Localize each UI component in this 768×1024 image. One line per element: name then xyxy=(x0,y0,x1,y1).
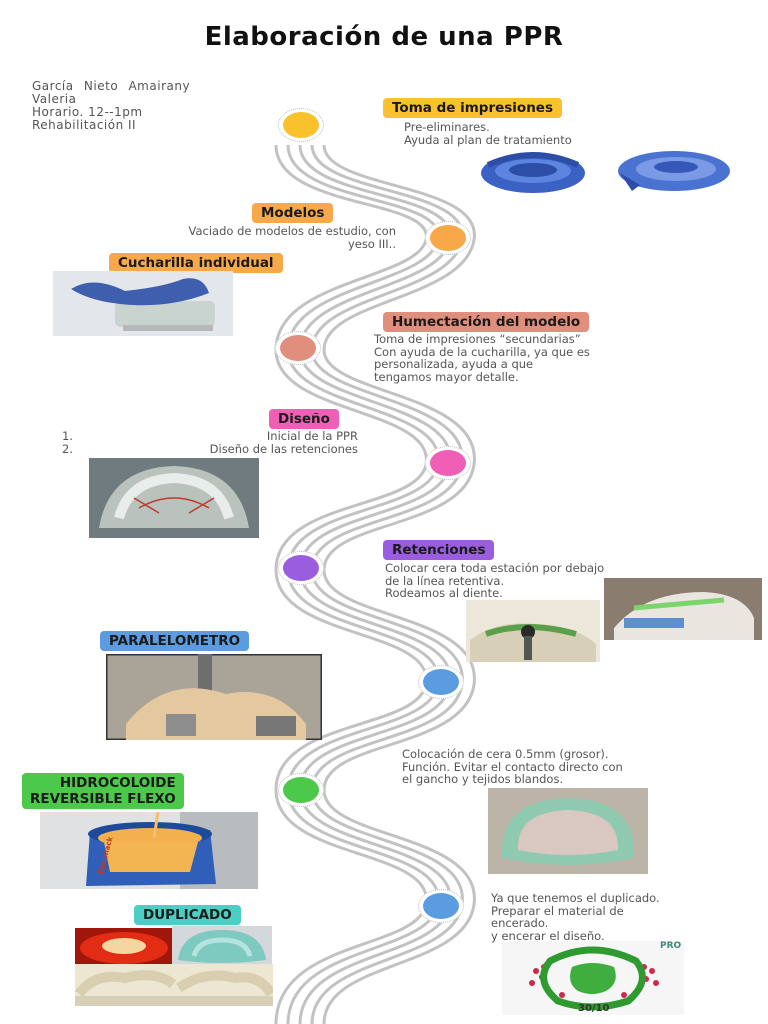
badge-line: REVERSIBLE FLEXO xyxy=(30,791,176,807)
photo-retenciones-1 xyxy=(466,600,600,662)
author-schedule: Horario. 12--1pm xyxy=(32,105,143,119)
dot-fill xyxy=(283,555,319,581)
desc-line: Función. Evitar el contacto directo con xyxy=(402,759,623,774)
dot-fill xyxy=(283,112,319,138)
desc-line: Colocar cera toda estación por debajo xyxy=(385,561,605,575)
photo-paralelometro xyxy=(106,654,322,740)
desc-modelos: Vaciado de modelos de estudio, con yeso … xyxy=(70,225,396,250)
timeline-dot-5 xyxy=(278,551,324,585)
desc-line: el gancho y tejidos blandos. xyxy=(402,772,564,786)
badge-line: HIDROCOLOIDE xyxy=(59,775,176,791)
photo-duplicado-3 xyxy=(75,964,273,1006)
photo-hidrocoloide: Zhermack xyxy=(40,812,258,889)
desc-toma-impresiones: Pre-eliminares. Ayuda al plan de tratami… xyxy=(404,121,572,146)
desc-line: Preparar el material de xyxy=(491,903,624,918)
photo-impression-tray-2 xyxy=(612,145,734,195)
photo-retenciones-2 xyxy=(604,578,762,640)
badge-diseno: Diseño xyxy=(269,409,339,429)
desc-line: yeso III.. xyxy=(347,236,396,251)
list-number: 1. xyxy=(62,429,73,443)
author-course: Rehabilitación II xyxy=(32,118,137,132)
dot-fill xyxy=(430,450,466,476)
desc-humectacion: Toma de impresiones “secundarias” Con ay… xyxy=(374,333,590,383)
photo-diseno-modelo xyxy=(89,458,259,538)
timeline-dot-8 xyxy=(418,889,464,923)
desc-line: Con ayuda de la cucharilla, ya que es xyxy=(374,344,590,359)
page-title: Elaboración de una PPR xyxy=(204,22,564,52)
badge-toma-impresiones: Toma de impresiones xyxy=(383,98,562,118)
badge-retenciones: Retenciones xyxy=(383,540,495,560)
list-text: Diseño de las retenciones xyxy=(209,441,358,456)
desc-line: Vaciado de modelos de estudio, con xyxy=(188,224,396,238)
diseno-list-item: 1. Inicial de la PPR xyxy=(62,430,358,443)
mold-number-label: 30/10 xyxy=(578,1003,610,1014)
photo-impression-tray-1 xyxy=(478,145,588,197)
photo-encerado: PRO 30/10 xyxy=(502,941,684,1015)
desc-line: Ayuda al plan de tratamiento xyxy=(404,132,572,147)
dot-fill xyxy=(423,669,459,695)
diseno-list: 1. Inicial de la PPR 2. Diseño de las re… xyxy=(62,430,358,455)
desc-line: de la línea retentiva. xyxy=(385,573,505,588)
timeline-dot-2 xyxy=(425,221,471,255)
badge-duplicado: DUPLICADO xyxy=(134,905,241,925)
author-name-line1: García Nieto Amairany xyxy=(32,79,191,93)
timeline-dot-7 xyxy=(278,773,324,807)
desc-line: Ya que tenemos el duplicado. xyxy=(491,891,660,905)
author-info: García Nieto Amairany Valeria Horario. 1… xyxy=(32,80,190,132)
author-name-line2: Valeria xyxy=(32,92,77,106)
photo-cucharilla xyxy=(53,271,233,336)
desc-line: Colocación de cera 0.5mm (grosor). xyxy=(402,747,609,761)
photo-cera xyxy=(488,788,648,874)
dot-fill xyxy=(423,893,459,919)
list-number: 2. xyxy=(62,441,73,456)
badge-hidrocoloide: HIDROCOLOIDE REVERSIBLE FLEXO xyxy=(22,773,184,809)
desc-cera: Colocación de cera 0.5mm (grosor). Funci… xyxy=(402,748,623,786)
dot-fill xyxy=(280,335,316,361)
mold-brand-label: PRO xyxy=(660,941,682,951)
timeline-dot-4 xyxy=(425,446,471,480)
photo-duplicado-2 xyxy=(172,926,272,966)
desc-line: Rodeamos al diente. xyxy=(385,586,503,600)
desc-retenciones: Colocar cera toda estación por debajo de… xyxy=(385,562,604,600)
desc-line: tengamos mayor detalle. xyxy=(374,369,519,384)
dot-fill xyxy=(430,225,466,251)
timeline-dot-3 xyxy=(275,331,321,365)
badge-modelos: Modelos xyxy=(252,203,334,223)
diseno-list-item: 2. Diseño de las retenciones xyxy=(62,441,358,456)
badge-humectacion: Humectación del modelo xyxy=(383,312,590,332)
badge-cucharilla-individual: Cucharilla individual xyxy=(109,253,283,273)
timeline-dot-1 xyxy=(278,108,324,142)
photo-duplicado-1 xyxy=(75,928,173,964)
timeline-dot-6 xyxy=(418,665,464,699)
desc-line: encerado. xyxy=(491,916,549,930)
desc-line: personalizada, ayuda a que xyxy=(374,357,534,371)
desc-line: Toma de impresiones “secundarias” xyxy=(374,332,581,346)
desc-line: y encerar el diseño. xyxy=(491,928,605,943)
list-text: Inicial de la PPR xyxy=(266,429,358,443)
desc-line: Pre-eliminares. xyxy=(404,120,490,134)
badge-paralelometro: PARALELOMETRO xyxy=(100,631,250,651)
desc-duplicado: Ya que tenemos el duplicado. Preparar el… xyxy=(491,892,660,942)
dot-fill xyxy=(283,777,319,803)
